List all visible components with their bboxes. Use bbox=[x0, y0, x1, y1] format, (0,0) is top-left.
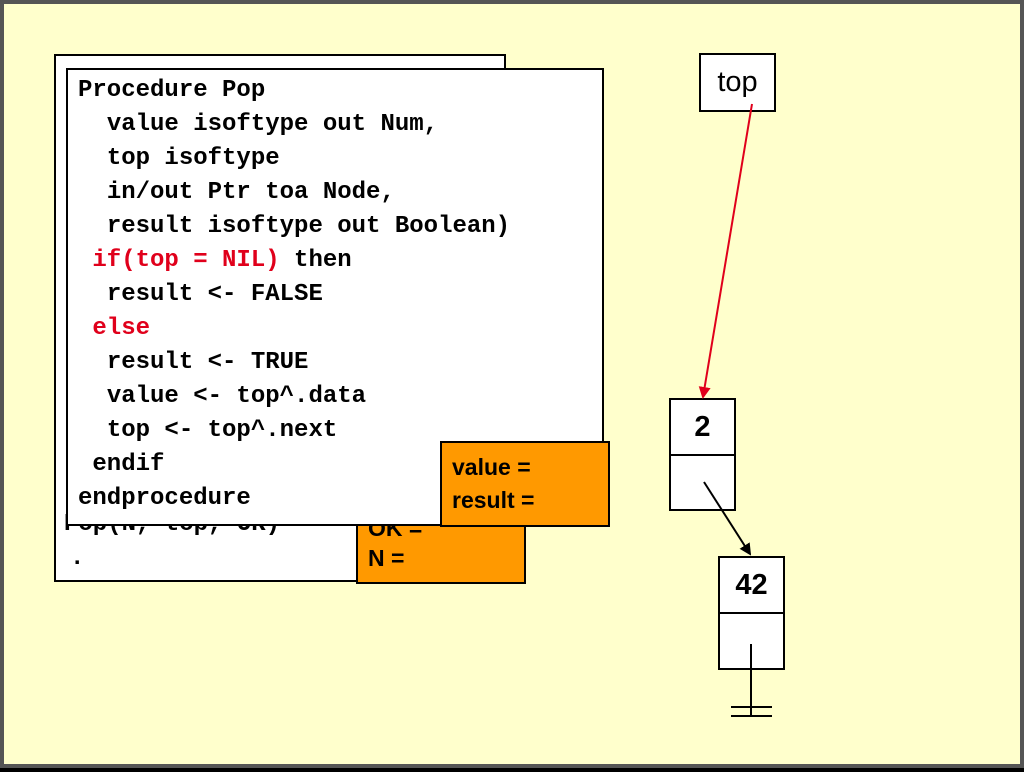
code-text: value isoftype out Num, bbox=[106, 111, 439, 138]
var-result: result = bbox=[452, 487, 535, 513]
code-text: result <- FALSE bbox=[106, 281, 323, 308]
code-text: Procedure Pop bbox=[78, 77, 266, 104]
code-text: endif bbox=[92, 451, 165, 478]
node-1-to-node-2-arrow bbox=[703, 481, 752, 556]
code-keyword-highlight: else bbox=[92, 315, 151, 342]
code-text: in/out Ptr toa Node, bbox=[106, 179, 395, 206]
code-line: if(top = NIL) then bbox=[78, 244, 510, 278]
pointer-arrows bbox=[698, 103, 772, 717]
node-1-data: 2 bbox=[694, 410, 711, 443]
code-line: result <- TRUE bbox=[78, 346, 510, 380]
code-line: top <- top^.next bbox=[78, 414, 510, 448]
node-2-data-cell: 42 bbox=[720, 558, 783, 614]
top-pointer-label: top bbox=[717, 66, 758, 98]
procedure-code: Procedure Pop value isoftype out Num, to… bbox=[78, 74, 510, 516]
nil-ground-icon bbox=[731, 644, 772, 717]
code-line: value <- top^.data bbox=[78, 380, 510, 414]
code-text: then bbox=[279, 247, 352, 274]
var-value: value = bbox=[452, 454, 531, 480]
code-line: else bbox=[78, 312, 510, 346]
code-text: result <- TRUE bbox=[106, 349, 309, 376]
code-line: endprocedure bbox=[78, 482, 510, 516]
code-text: top isoftype bbox=[106, 145, 280, 172]
code-text: endprocedure bbox=[78, 485, 251, 512]
node-1: 2 bbox=[669, 398, 736, 511]
caller-dot-line: . bbox=[70, 545, 85, 572]
code-line: endif bbox=[78, 448, 510, 482]
caller-var-n: N = bbox=[368, 545, 405, 571]
node-1-data-cell: 2 bbox=[671, 400, 734, 456]
code-text: top <- top^.next bbox=[106, 417, 338, 444]
node-2-data: 42 bbox=[735, 568, 768, 601]
top-pointer-box: top bbox=[699, 53, 776, 112]
code-keyword-highlight: if(top = NIL) bbox=[92, 247, 280, 274]
code-line: value isoftype out Num, bbox=[78, 108, 510, 142]
procedure-vars-box: value = result = bbox=[440, 441, 610, 527]
code-line: in/out Ptr toa Node, bbox=[78, 176, 510, 210]
code-line: result <- FALSE bbox=[78, 278, 510, 312]
code-text: result isoftype out Boolean) bbox=[106, 213, 511, 240]
code-line: top isoftype bbox=[78, 142, 510, 176]
code-text: value <- top^.data bbox=[106, 383, 367, 410]
code-line: result isoftype out Boolean) bbox=[78, 210, 510, 244]
code-line: Procedure Pop bbox=[78, 74, 510, 108]
top-to-node-1-arrow bbox=[698, 103, 753, 399]
